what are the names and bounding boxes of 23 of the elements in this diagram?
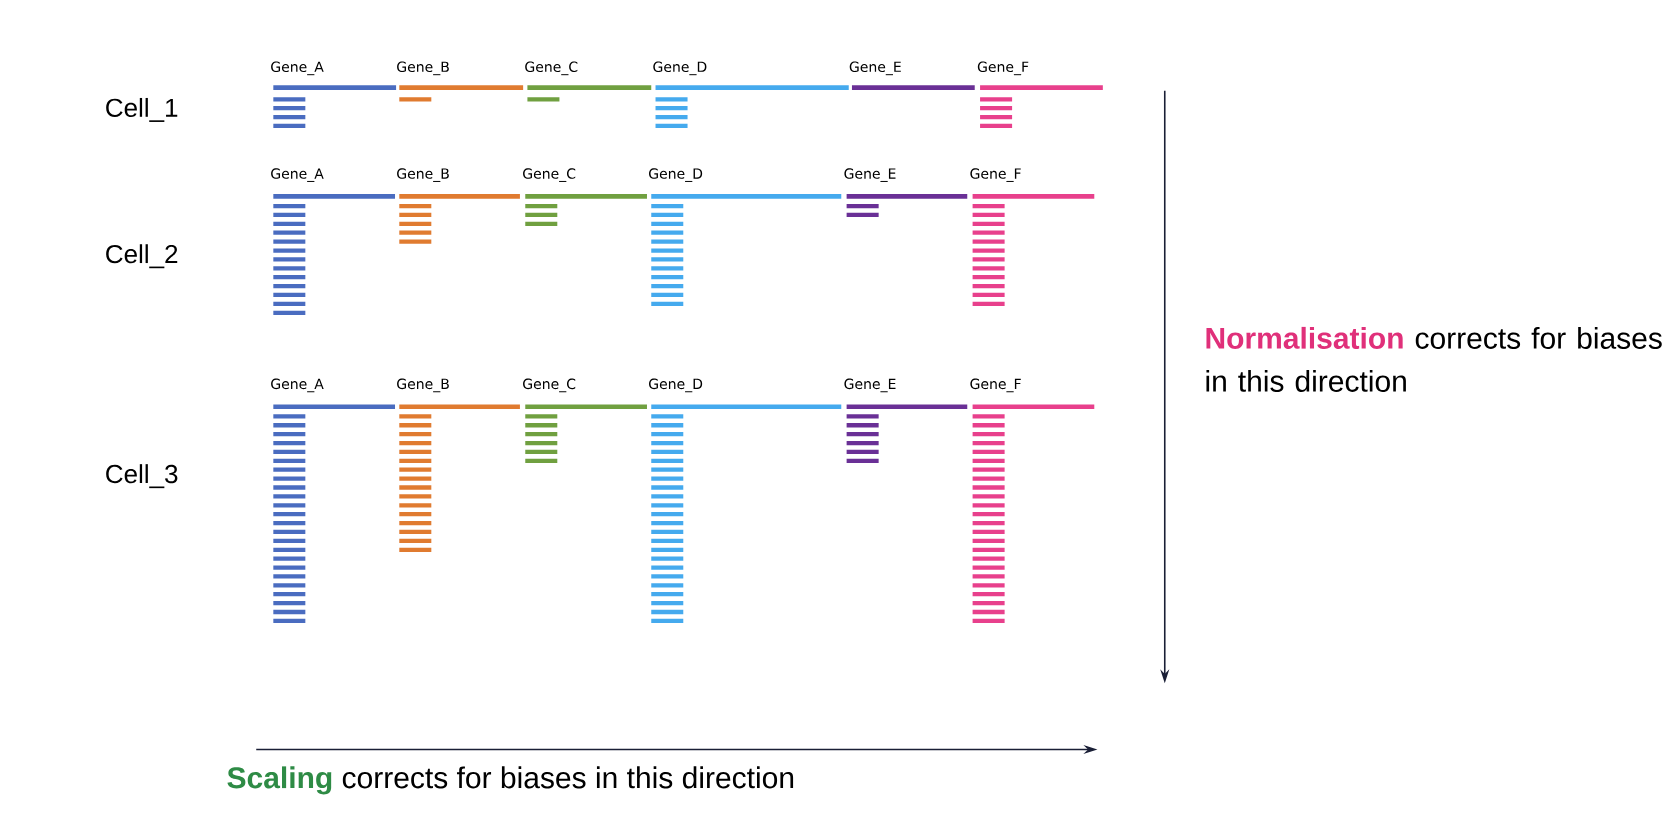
cell-label: Cell_3 — [106, 464, 178, 489]
gene-label: Gene_B — [397, 61, 449, 76]
gene-label: Gene_C — [523, 168, 576, 182]
cell-label: Cell_2 — [106, 244, 178, 269]
gene-label: Gene_E — [844, 378, 896, 393]
gene-label: Gene_A — [271, 168, 324, 182]
gene-label: Gene_B — [397, 168, 449, 182]
gene-label: Gene_D — [653, 61, 707, 76]
annotation-text: Scaling corrects for biases in this direction — [227, 766, 794, 795]
gene-label: Gene_E — [849, 61, 901, 76]
gene-label: Gene_B — [397, 378, 449, 393]
gene-label: Gene_A — [271, 61, 324, 76]
gene-label: Gene_D — [649, 168, 703, 182]
gene-label: Gene_C — [523, 378, 576, 393]
gene-label: Gene_E — [844, 168, 896, 182]
gene-label: Gene_D — [649, 378, 703, 393]
annotation-text: Normalisation corrects for biases in this direction — [1206, 326, 1662, 392]
gene-label: Gene_F — [970, 378, 1021, 393]
gene-label: Gene_F — [970, 168, 1021, 182]
gene-label: Gene_C — [525, 61, 578, 76]
gene-label: Gene_F — [977, 61, 1029, 76]
cell-label: Cell_1 — [106, 97, 178, 122]
gene-label: Gene_A — [271, 378, 324, 393]
